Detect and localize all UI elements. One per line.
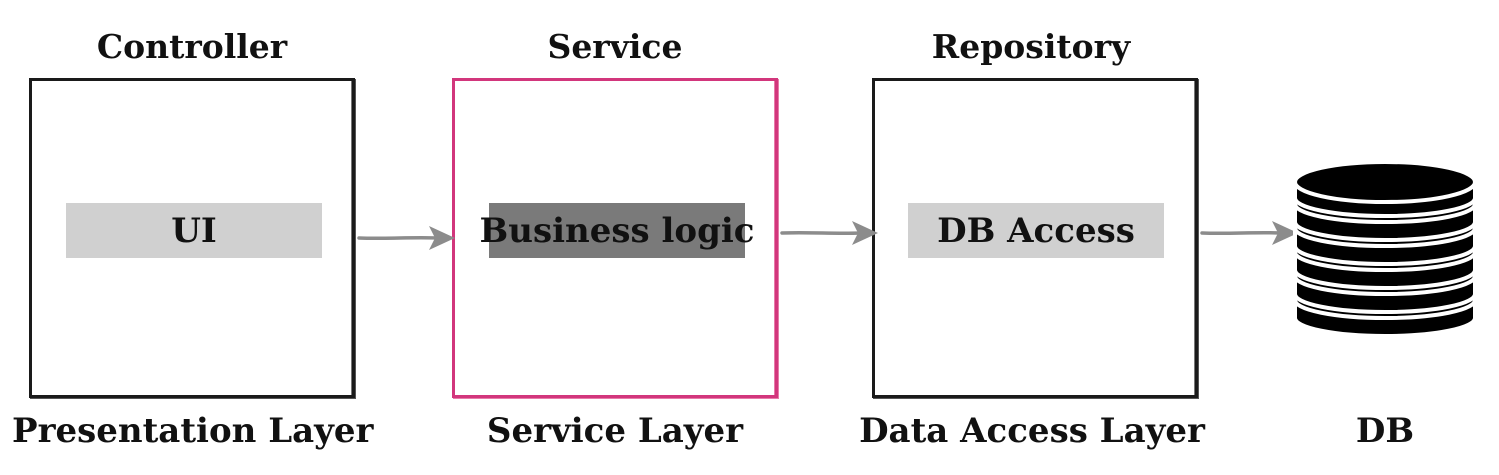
db-caption: DB — [1355, 411, 1415, 451]
data-access-layer-caption: Data Access Layer — [859, 411, 1205, 451]
controller-box — [29, 78, 355, 398]
repository-title: Repository — [931, 27, 1131, 66]
database-icon — [1293, 160, 1477, 335]
arrow-service-to-repository — [780, 221, 878, 245]
service-layer-caption: Service Layer — [486, 411, 744, 451]
presentation-layer-caption: Presentation Layer — [12, 411, 374, 451]
repository-box — [872, 78, 1198, 398]
service-title: Service — [547, 27, 683, 66]
ui-component: UI — [66, 203, 322, 258]
business-logic-component: Business logic — [480, 203, 755, 258]
arrow-controller-to-service — [357, 226, 455, 250]
arrow-repository-to-db — [1200, 221, 1298, 245]
db-access-component: DB Access — [908, 203, 1164, 258]
controller-title: Controller — [96, 27, 288, 66]
